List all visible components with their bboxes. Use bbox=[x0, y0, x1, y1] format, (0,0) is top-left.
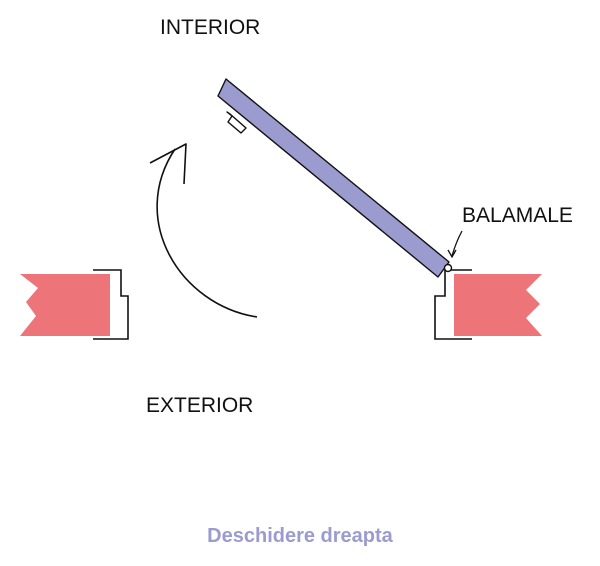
interior-label: INTERIOR bbox=[160, 16, 261, 39]
door-leaf bbox=[217, 78, 450, 278]
hinge-pointer-line bbox=[451, 230, 463, 257]
left-wall-section bbox=[20, 274, 110, 336]
swing-arrowhead bbox=[149, 143, 187, 185]
hinge-circle bbox=[443, 263, 453, 273]
swing-arc bbox=[156, 148, 258, 318]
left-door-frame bbox=[93, 269, 129, 340]
hinge-pointer-arrowhead bbox=[447, 249, 457, 259]
right-wall-section bbox=[454, 274, 542, 336]
diagram-caption: Deschidere dreapta bbox=[207, 525, 393, 547]
exterior-label: EXTERIOR bbox=[146, 394, 254, 417]
door-handle bbox=[226, 111, 247, 134]
hinges-label: BALAMALE bbox=[462, 204, 573, 227]
